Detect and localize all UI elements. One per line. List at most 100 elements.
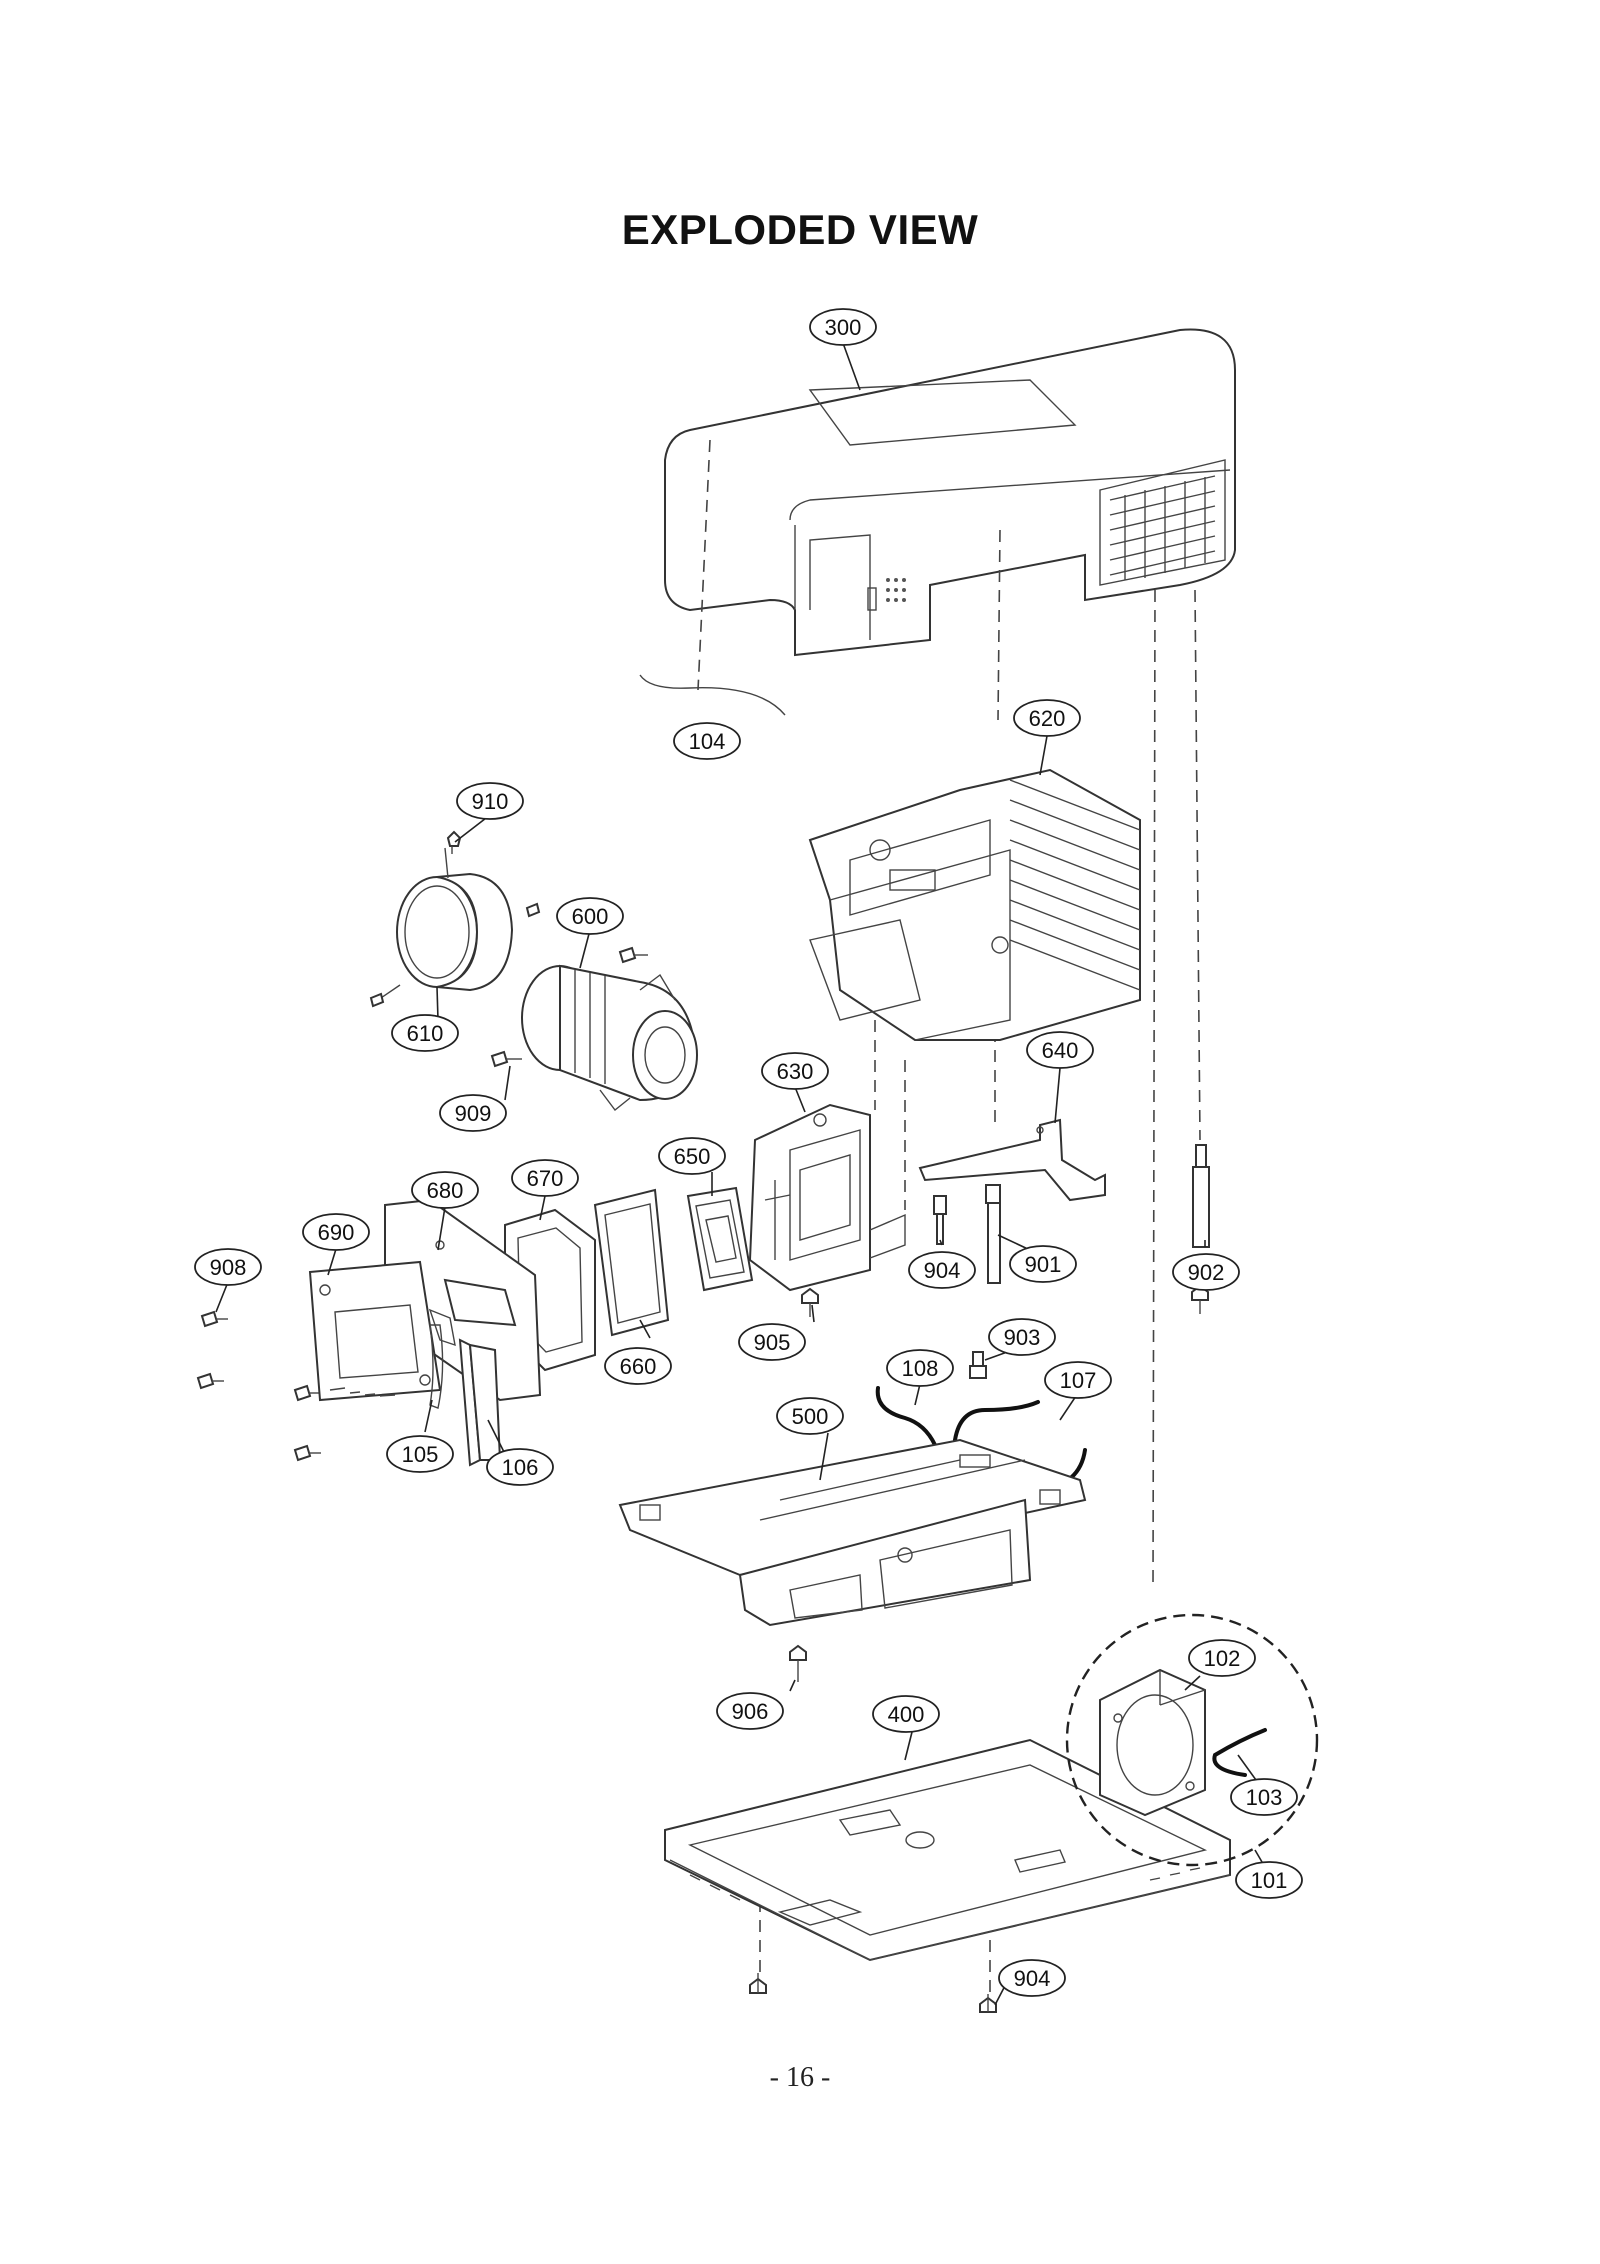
- label-bubble: [908, 1251, 976, 1289]
- label-bubble: [486, 1448, 554, 1486]
- part-number: 107: [1060, 1368, 1097, 1393]
- label-bubble: [194, 1248, 262, 1286]
- part-label-905: 905: [738, 1323, 806, 1361]
- part-number: 103: [1246, 1785, 1283, 1810]
- part-labels: 300 104 620 910 600 610 909 630 640 650 670 680 690 9…: [194, 308, 1303, 1997]
- part-number: 106: [502, 1455, 539, 1480]
- label-bubble: [1235, 1861, 1303, 1899]
- part-number: 660: [620, 1354, 657, 1379]
- part-label-909: 909: [439, 1094, 507, 1132]
- part-number: 902: [1188, 1260, 1225, 1285]
- part-number: 904: [924, 1258, 961, 1283]
- part-number: 500: [792, 1404, 829, 1429]
- part-number: 904: [1014, 1966, 1051, 1991]
- part-number: 905: [754, 1330, 791, 1355]
- part-label-101: 101: [1235, 1861, 1303, 1899]
- part-label-670: 670: [511, 1159, 579, 1197]
- label-bubble: [673, 722, 741, 760]
- part-number: 650: [674, 1144, 711, 1169]
- part-number: 630: [777, 1059, 814, 1084]
- part-number: 908: [210, 1255, 247, 1280]
- part-label-104: 104: [673, 722, 741, 760]
- bottom-case: [664, 1738, 1231, 1962]
- part-label-600: 600: [556, 897, 624, 935]
- part-label-660: 660: [604, 1347, 672, 1385]
- part-label-620: 620: [1013, 699, 1081, 737]
- part-label-904b: 904: [998, 1959, 1066, 1997]
- part-number: 901: [1025, 1252, 1062, 1277]
- main-board: [618, 1438, 1087, 1627]
- part-label-610: 610: [391, 1014, 459, 1052]
- part-label-902: 902: [1172, 1253, 1240, 1291]
- cable-104: [639, 674, 786, 716]
- label-bubble: [1013, 699, 1081, 737]
- panel-660: [593, 1188, 670, 1337]
- part-label-630: 630: [761, 1052, 829, 1090]
- label-bubble: [761, 1052, 829, 1090]
- part-number: 670: [527, 1166, 564, 1191]
- label-bubble: [776, 1397, 844, 1435]
- part-number: 400: [888, 1702, 925, 1727]
- label-bubble: [1172, 1253, 1240, 1291]
- label-bubble: [456, 782, 524, 820]
- part-label-690: 690: [302, 1213, 370, 1251]
- part-label-300: 300: [809, 308, 877, 346]
- leader-lines: [215, 342, 1263, 2006]
- part-number: 903: [1004, 1325, 1041, 1350]
- label-bubble: [391, 1014, 459, 1052]
- part-label-400: 400: [872, 1695, 940, 1733]
- part-number: 105: [402, 1442, 439, 1467]
- standoffs: [933, 1144, 1210, 1379]
- part-number: 910: [472, 789, 509, 814]
- part-number: 640: [1042, 1038, 1079, 1063]
- label-bubble: [872, 1695, 940, 1733]
- part-number: 108: [902, 1356, 939, 1381]
- part-number: 909: [455, 1101, 492, 1126]
- optical-engine-frame: [808, 768, 1141, 1041]
- display-board-690: [308, 1260, 442, 1402]
- part-number: 620: [1029, 706, 1066, 731]
- part-number: 680: [427, 1178, 464, 1203]
- part-label-108: 108: [886, 1349, 954, 1387]
- part-label-910: 910: [456, 782, 524, 820]
- part-number: 102: [1204, 1646, 1241, 1671]
- label-bubble: [511, 1159, 579, 1197]
- part-label-107: 107: [1044, 1361, 1112, 1399]
- part-label-908: 908: [194, 1248, 262, 1286]
- bracket: [918, 1118, 1106, 1202]
- label-bubble: [716, 1692, 784, 1730]
- part-number: 906: [732, 1699, 769, 1724]
- label-bubble: [1026, 1031, 1094, 1069]
- label-bubble: [1188, 1639, 1256, 1677]
- speaker-holes: [886, 578, 906, 602]
- label-bubble: [988, 1318, 1056, 1356]
- cable-108: [875, 1386, 937, 1447]
- part-label-640: 640: [1026, 1031, 1094, 1069]
- label-bubble: [998, 1959, 1066, 1997]
- part-label-901: 901: [1009, 1245, 1077, 1283]
- part-label-102: 102: [1188, 1639, 1256, 1677]
- part-number: 690: [318, 1220, 355, 1245]
- screws: [196, 830, 1209, 2013]
- label-bubble: [738, 1323, 806, 1361]
- prism-holder: [748, 1103, 906, 1292]
- label-bubble: [1230, 1778, 1298, 1816]
- part-label-105: 105: [386, 1435, 454, 1473]
- part-label-106: 106: [486, 1448, 554, 1486]
- label-bubble: [809, 308, 877, 346]
- part-label-903: 903: [988, 1318, 1056, 1356]
- part-label-904: 904: [908, 1251, 976, 1289]
- part-number: 101: [1251, 1868, 1288, 1893]
- page-title: EXPLODED VIEW: [621, 206, 979, 253]
- top-cover: [664, 328, 1236, 657]
- label-bubble: [439, 1094, 507, 1132]
- part-number: 600: [572, 904, 609, 929]
- label-bubble: [604, 1347, 672, 1385]
- part-label-650: 650: [658, 1137, 726, 1175]
- part-label-906: 906: [716, 1692, 784, 1730]
- label-bubble: [886, 1349, 954, 1387]
- label-bubble: [411, 1171, 479, 1209]
- label-bubble: [556, 897, 624, 935]
- part-number: 300: [825, 315, 862, 340]
